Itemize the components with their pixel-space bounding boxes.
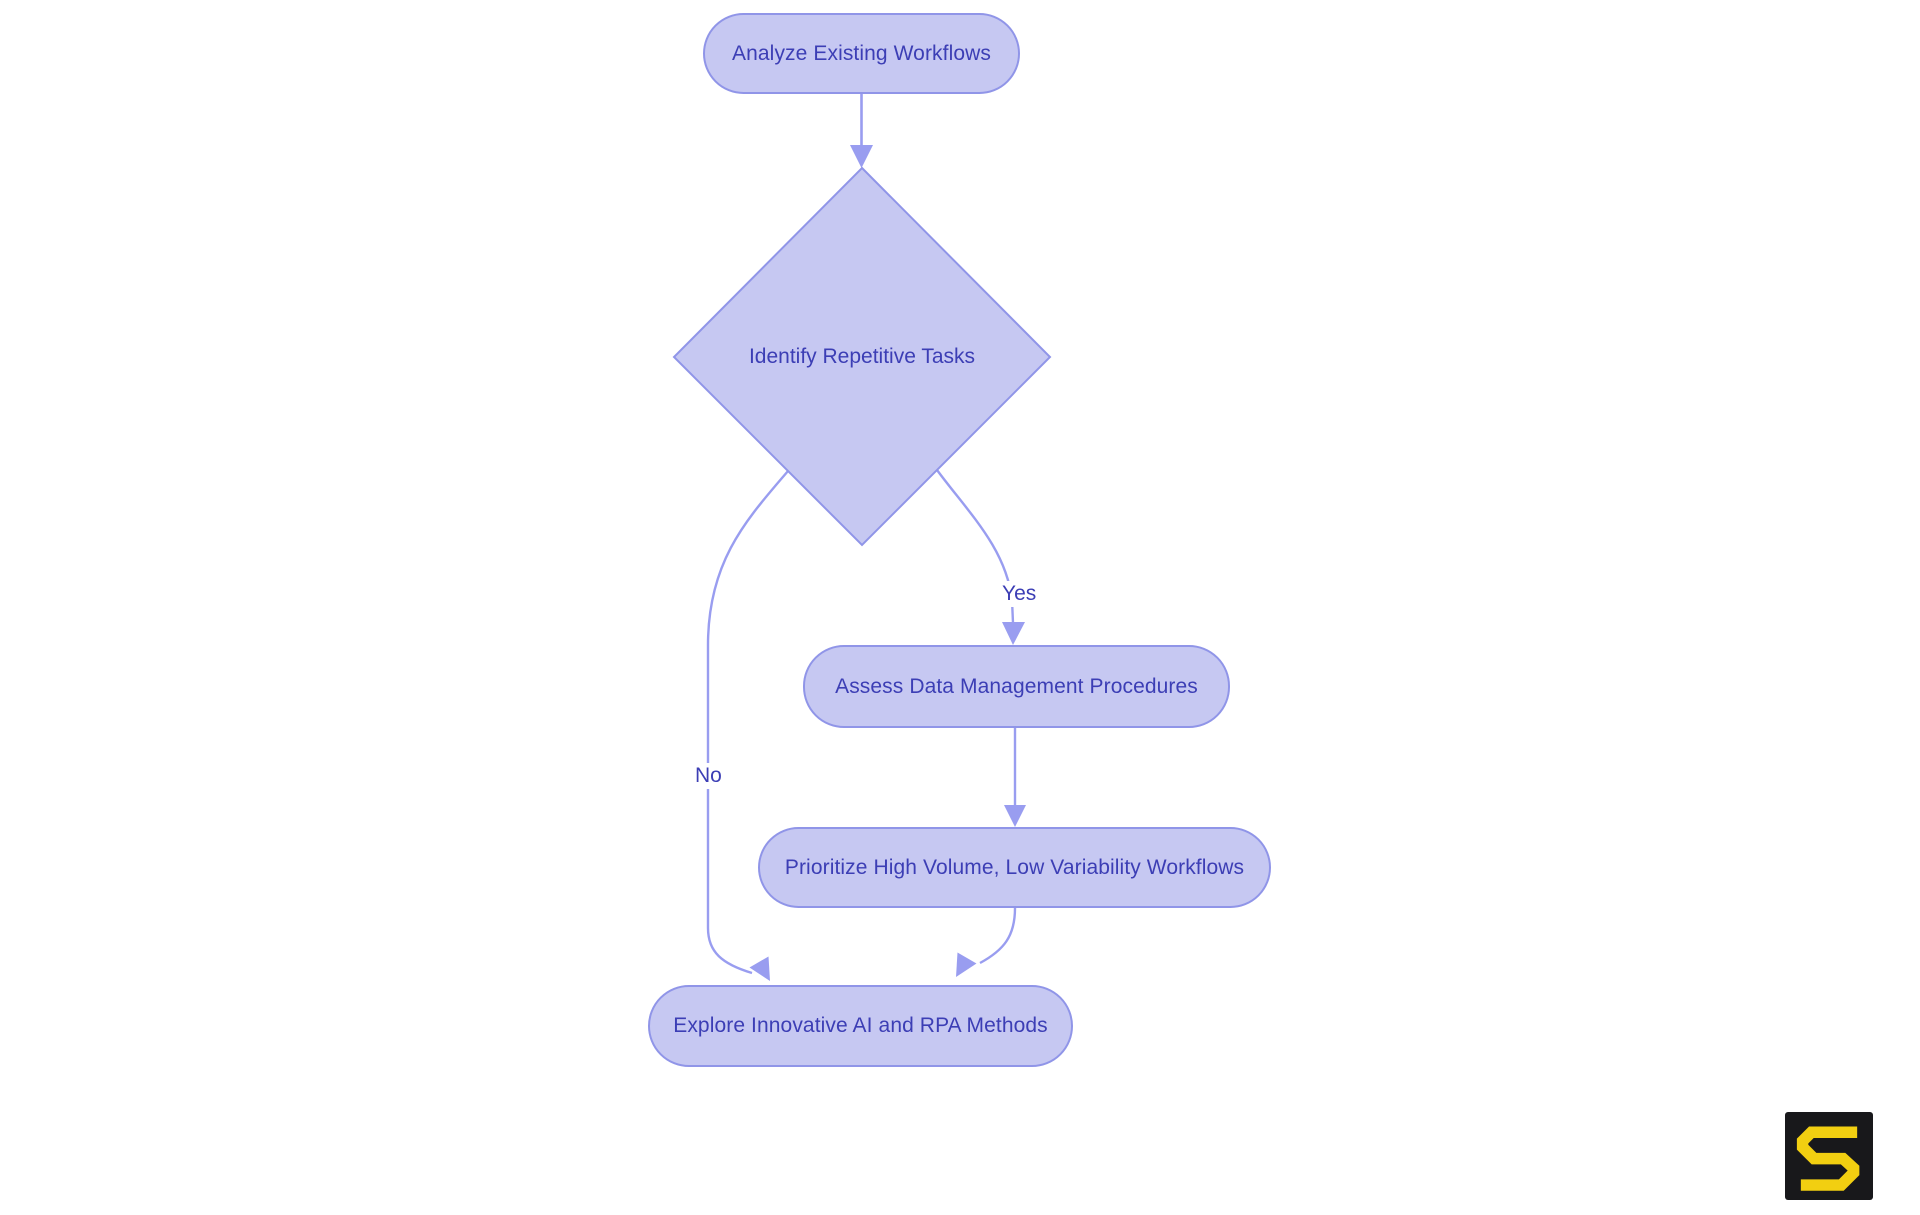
node-label: Identify Repetitive Tasks bbox=[748, 345, 976, 368]
edge-identify-to-assess bbox=[936, 469, 1025, 645]
node-label: Analyze Existing Workflows bbox=[732, 41, 991, 65]
edge-prioritize-to-explore bbox=[956, 907, 1017, 977]
edge-label-yes: Yes bbox=[997, 581, 1042, 607]
edge-label-no: No bbox=[690, 763, 727, 789]
node-label: Explore Innovative AI and RPA Methods bbox=[673, 1014, 1048, 1037]
edge-analyze-to-identify bbox=[850, 94, 873, 168]
node-label: Prioritize High Volume, Low Variability … bbox=[784, 855, 1245, 879]
node-label: Assess Data Management Procedures bbox=[835, 674, 1198, 698]
node-assess-data-management-procedures: Assess Data Management Procedures bbox=[803, 645, 1230, 728]
logo-s-icon bbox=[1796, 1126, 1860, 1191]
edge-assess-to-prioritize bbox=[1004, 728, 1026, 827]
node-identify-repetitive-tasks: Identify Repetitive Tasks bbox=[712, 339, 1012, 375]
decision-diamond-shape bbox=[672, 166, 1052, 547]
node-prioritize-high-volume-low-variability-workflows: Prioritize High Volume, Low Variability … bbox=[758, 827, 1271, 908]
node-analyze-existing-workflows: Analyze Existing Workflows bbox=[703, 13, 1020, 94]
brand-logo bbox=[1785, 1112, 1873, 1200]
node-explore-innovative-ai-and-rpa-methods: Explore Innovative AI and RPA Methods bbox=[648, 985, 1073, 1067]
edge-identify-to-explore bbox=[706, 470, 789, 981]
